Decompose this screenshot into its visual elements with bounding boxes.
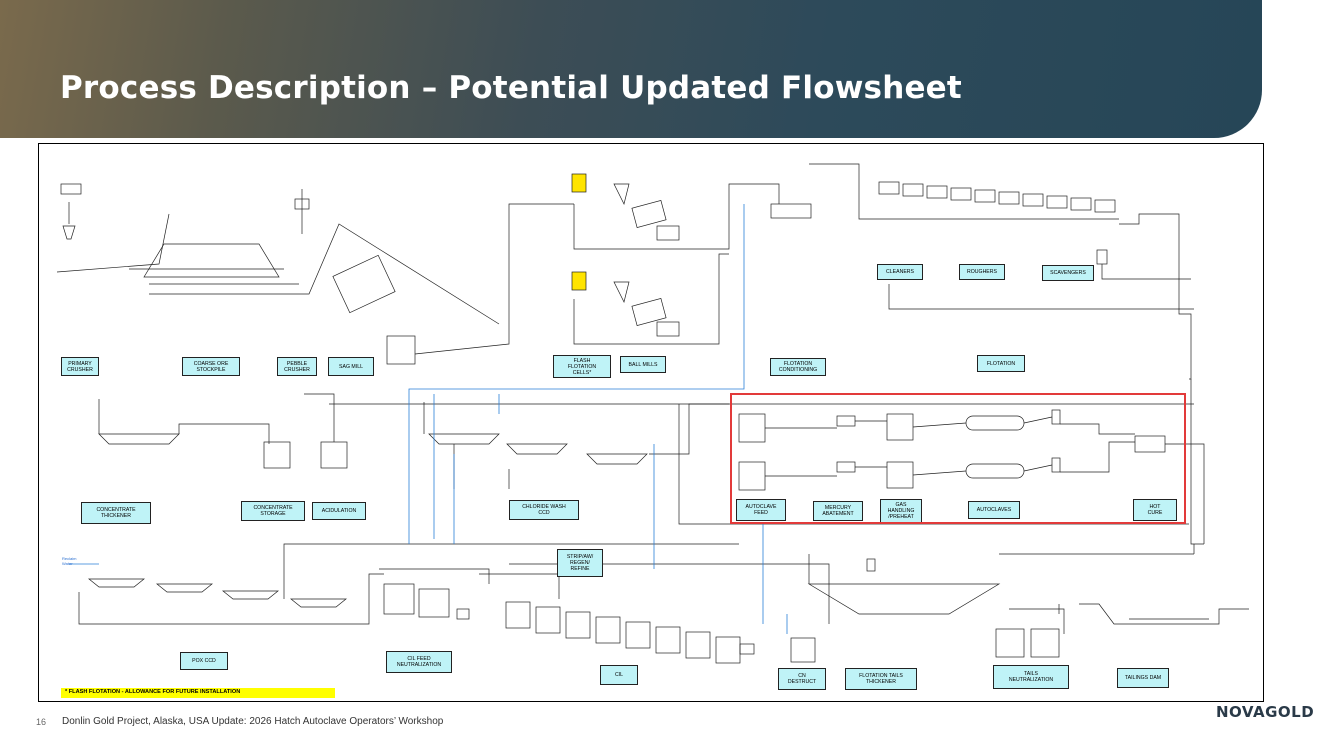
cil-tank-row: [505, 601, 741, 664]
haul-truck-icon: [60, 183, 82, 195]
footer-text: Donlin Gold Project, Alaska, USA Update:…: [62, 716, 444, 727]
label-flotation: FLOTATION: [977, 355, 1025, 372]
autoclave-highlight-box: [730, 393, 1186, 524]
conditioning-tank-icon: [770, 203, 812, 219]
flowsheet-lines: [56, 163, 1249, 664]
label-acidulation: ACIDULATION: [312, 502, 366, 520]
label-pebble-crusher: PEBBLE CRUSHER: [277, 357, 317, 376]
label-concentrate-storage: CONCENTRATE STORAGE: [241, 501, 305, 521]
label-ball-mills: BALL MILLS: [620, 356, 666, 373]
reclaim-water-label: Reclaim Water: [62, 556, 77, 566]
label-roughers: ROUGHERS: [959, 264, 1005, 280]
label-strip-aw-regen-refine: STRIP/AW/ REGEN/ REFINE: [557, 549, 603, 577]
thickener-icon: [98, 433, 180, 445]
label-flash-flotation-cells: FLASH FLOTATION CELLS*: [553, 355, 611, 378]
label-scavengers: SCAVENGERS: [1042, 265, 1094, 281]
title-banner: [0, 0, 1262, 138]
process-water-lines: [69, 204, 788, 634]
label-flotation-tails-thickener: FLOTATION TAILS THICKENER: [845, 668, 917, 690]
label-sag-mill: SAG MILL: [328, 357, 374, 376]
label-autoclaves: AUTOCLAVES: [968, 501, 1020, 519]
flash-flotation-cell-icon: [571, 173, 587, 193]
slide-title: Process Description – Potential Updated …: [60, 70, 962, 106]
label-tails-neutralization: TAILS NEUTRALIZATION: [993, 665, 1069, 689]
label-gas-handling-preheat: GAS HANDLING /PREHEAT: [880, 499, 922, 523]
label-chloride-wash-ccd: CHLORIDE WASH CCD: [509, 500, 579, 520]
label-tailings-dam: TAILINGS DAM: [1117, 668, 1169, 688]
label-mercury-abatement: MERCURY ABATEMENT: [813, 501, 863, 521]
label-concentrate-thickener: CONCENTRATE THICKENER: [81, 502, 151, 524]
tailings-dam-icon: [1079, 603, 1249, 625]
crusher-icon: [62, 202, 76, 240]
flowsheet-diagram: PRIMARY CRUSHER COARSE ORE STOCKPILE PEB…: [38, 143, 1264, 702]
novagold-logo: NOVAGOLD: [1216, 703, 1315, 721]
label-hot-cure: HOT CURE: [1133, 499, 1177, 521]
stockpile-icon: [143, 243, 280, 278]
page-number: 16: [36, 717, 47, 727]
flotation-cell-row: [878, 181, 1116, 213]
tails-thickener-icon: [807, 583, 1001, 615]
label-cil-feed-neutralization: CIL FEED NEUTRALIZATION: [386, 651, 452, 673]
ball-mill-icon: [631, 200, 667, 228]
label-autoclave-feed: AUTOCLAVE FEED: [736, 499, 786, 521]
conveyor-line: [56, 213, 170, 273]
flash-flotation-footnote: * FLASH FLOTATION - ALLOWANCE FOR FUTURE…: [61, 688, 335, 698]
label-primary-crusher: PRIMARY CRUSHER: [61, 357, 99, 376]
sag-mill-icon: [332, 254, 396, 314]
label-cleaners: CLEANERS: [877, 264, 923, 280]
label-flotation-conditioning: FLOTATION CONDITIONING: [770, 358, 826, 376]
label-coarse-ore-stockpile: COARSE ORE STOCKPILE: [182, 357, 240, 376]
label-cn-destruct: CN DESTRUCT: [778, 668, 826, 690]
label-cil: CIL: [600, 665, 638, 685]
label-pox-ccd: POX CCD: [180, 652, 228, 670]
